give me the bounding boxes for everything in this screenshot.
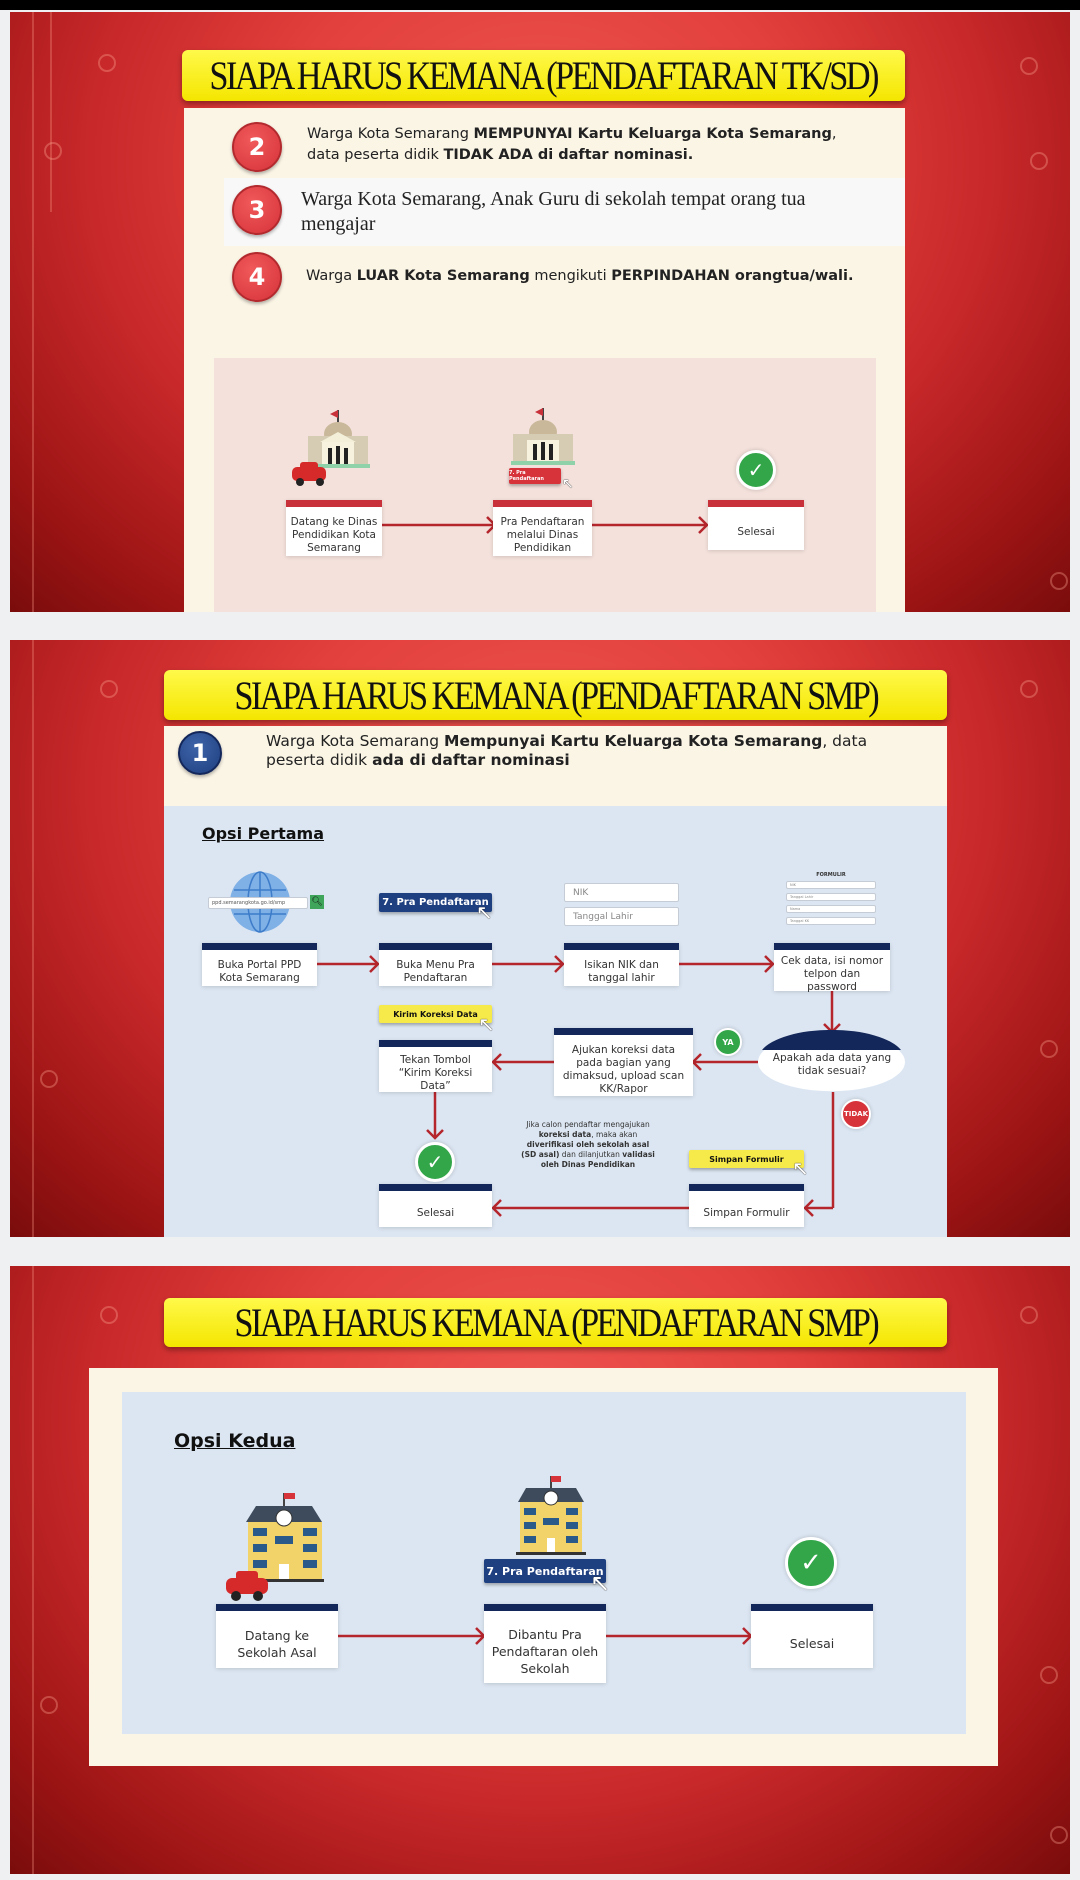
check-icon: ✓	[785, 1537, 837, 1589]
form-title: FORMULIR	[816, 872, 846, 878]
tanggal-lahir-input[interactable]: Tanggal Lahir	[564, 907, 679, 926]
cursor-icon: ↖	[476, 900, 493, 924]
yes-badge: YA	[714, 1028, 742, 1056]
cursor-icon: ↖	[562, 476, 574, 492]
step-selesai: Selesai	[708, 500, 804, 550]
cursor-icon: ↖	[590, 1569, 611, 1597]
step-tekan-tombol: Tekan Tombol “Kirim Koreksi Data”	[379, 1040, 492, 1092]
step-dibantu-sekolah: Dibantu Pra Pendaftaran oleh Sekolah	[484, 1604, 606, 1683]
item-3-band	[224, 178, 905, 246]
pra-pendaftaran-button[interactable]: 7. Pra Pendaftaran	[509, 468, 561, 484]
step-cek-data: Cek data, isi nomor telpon dan password	[774, 943, 890, 993]
pra-pendaftaran-button[interactable]: 7. Pra Pendaftaran	[484, 1559, 606, 1583]
slide-tk-sd: SIAPA HARUS KEMANA (PENDAFTARAN TK/SD) 2…	[10, 12, 1070, 612]
simpan-formulir-button[interactable]: Simpan Formulir	[689, 1150, 804, 1168]
cursor-icon: ↖	[792, 1156, 809, 1180]
step-simpan-formulir: Simpan Formulir	[689, 1184, 804, 1227]
pra-pendaftaran-menu-button[interactable]: 7. Pra Pendaftaran	[379, 893, 492, 912]
step-datang-sekolah: Datang ke Sekolah Asal	[216, 1604, 338, 1668]
intro-panel	[164, 726, 947, 806]
step-isikan-nik: Isikan NIK dan tanggal lahir	[564, 943, 679, 986]
flow-diagram-area	[214, 358, 876, 612]
step-selesai: Selesai	[379, 1184, 492, 1227]
number-badge-1: 1	[178, 731, 222, 775]
cursor-icon: ↖	[478, 1012, 495, 1036]
number-badge-4: 4	[232, 252, 282, 302]
step-datang-dinas: Datang ke Dinas Pendidikan Kota Semarang	[286, 500, 382, 556]
item-2-text: Warga Kota Semarang MEMPUNYAI Kartu Kelu…	[307, 126, 837, 163]
option-heading: Opsi Kedua	[174, 1430, 296, 1452]
no-badge: TIDAK	[841, 1099, 871, 1129]
step-buka-menu: Buka Menu Pra Pendaftaran	[379, 943, 492, 986]
number-badge-2: 2	[232, 122, 282, 172]
form-field-tanggal: Tanggal KK	[786, 917, 876, 925]
slide-title: SIAPA HARUS KEMANA (PENDAFTARAN SMP)	[164, 670, 947, 720]
url-bar[interactable]: ppd.semarangkota.go.id/smp	[208, 897, 308, 909]
kirim-koreksi-data-button[interactable]: Kirim Koreksi Data	[379, 1005, 492, 1023]
number-badge-3: 3	[232, 185, 282, 235]
slide-smp-opsi-kedua: SIAPA HARUS KEMANA (PENDAFTARAN SMP) Ops…	[10, 1266, 1070, 1874]
step-pra-pendaftaran-dinas: Pra Pendaftaran melalui Dinas Pendidikan	[493, 500, 592, 556]
form-field-nama: Nama	[786, 905, 876, 913]
item-1-text: Warga Kota Semarang Mempunyai Kartu Kelu…	[266, 732, 868, 769]
slide-smp-opsi-pertama: SIAPA HARUS KEMANA (PENDAFTARAN SMP) 1 W…	[10, 640, 1070, 1237]
slide-title: SIAPA HARUS KEMANA (PENDAFTARAN SMP)	[164, 1298, 947, 1347]
check-icon: ✓	[736, 450, 776, 490]
form-field-nik: NIK	[786, 881, 876, 889]
option-heading: Opsi Pertama	[202, 824, 325, 843]
decision-question: Apakah ada data yang tidak sesuai?	[772, 1052, 892, 1077]
item-4-text: Warga LUAR Kota Semarang mengikuti PERPI…	[306, 268, 854, 284]
item-3-text: Warga Kota Semarang, Anak Guru di sekola…	[301, 188, 806, 235]
check-icon: ✓	[415, 1142, 455, 1182]
step-ajukan-koreksi: Ajukan koreksi data pada bagian yang dim…	[554, 1028, 693, 1096]
form-field-tanggal-lahir: Tanggal Lahir	[786, 893, 876, 901]
search-icon[interactable]: 🔍︎	[310, 895, 324, 909]
verification-note: Jika calon pendaftar mengajukan koreksi …	[521, 1120, 655, 1169]
top-bar	[0, 0, 1080, 10]
flow-area	[164, 806, 947, 1237]
slide-title: SIAPA HARUS KEMANA (PENDAFTARAN TK/SD)	[182, 50, 905, 101]
step-selesai: Selesai	[751, 1604, 873, 1668]
nik-input[interactable]: NIK	[564, 883, 679, 902]
step-buka-portal: Buka Portal PPD Kota Semarang	[202, 943, 317, 986]
